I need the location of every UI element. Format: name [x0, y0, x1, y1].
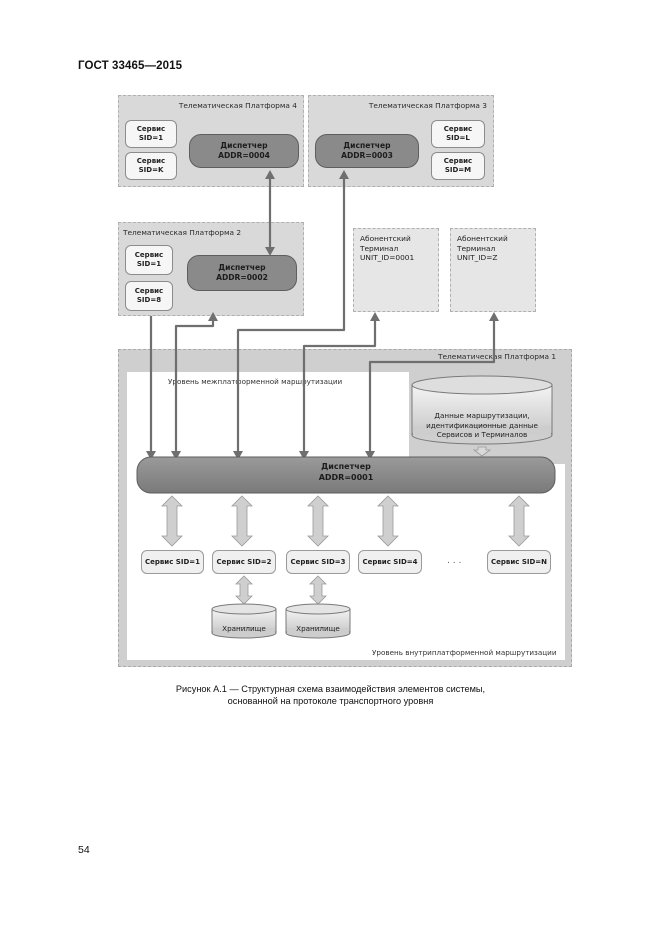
platform-1-service-3: Сервис SID=3 — [286, 550, 350, 574]
platform-1-dispatcher-bar — [136, 456, 556, 494]
platform-1-title: Телематическая Платформа 1 — [438, 352, 557, 361]
inter-platform-level-label: Уровень межплатформенной маршрутизации — [168, 377, 343, 386]
platform-1-service-2: Сервис SID=2 — [212, 550, 276, 574]
storage-2-label: Хранилище — [296, 624, 340, 633]
inter-platform-level-area — [127, 372, 409, 464]
storage-2-icon — [285, 603, 351, 639]
storage-1-label: Хранилище — [222, 624, 266, 633]
services-ellipsis: . . . — [447, 556, 462, 566]
figure-caption-line-2: основанной на протоколе транспортного ур… — [227, 696, 434, 706]
platform-1-service-4: Сервис SID=4 — [358, 550, 422, 574]
routing-database-icon — [411, 375, 553, 445]
page-number: 54 — [78, 844, 90, 856]
routing-database-label: Данные маршрутизации, идентификационные … — [426, 411, 538, 439]
figure-caption: Рисунок А.1 — Структурная схема взаимоде… — [60, 683, 601, 707]
figure-caption-line-1: Рисунок А.1 — Структурная схема взаимоде… — [175, 684, 486, 694]
subscriber-terminal-2: Абонентский Терминал UNIT_ID=Z — [450, 228, 536, 312]
platform-4-title: Телематическая Платформа 4 — [178, 101, 297, 110]
document-header: ГОСТ 33465—2015 — [78, 60, 183, 72]
platform-1-dispatcher: Диспетчер ADDR=0001 — [318, 462, 374, 482]
platform-2-title: Телематическая Платформа 2 — [123, 228, 242, 237]
platform-1-service-1: Сервис SID=1 — [141, 550, 204, 574]
platform-1-service-n: Сервис SID=N — [487, 550, 551, 574]
subscriber-terminal-1: Абонентский Терминал UNIT_ID=0001 — [353, 228, 439, 312]
intra-platform-level-label: Уровень внутриплатформенной маршрутизаци… — [372, 648, 557, 657]
storage-1-icon — [211, 603, 277, 639]
platform-3-title: Телематическая Платформа 3 — [368, 101, 487, 110]
